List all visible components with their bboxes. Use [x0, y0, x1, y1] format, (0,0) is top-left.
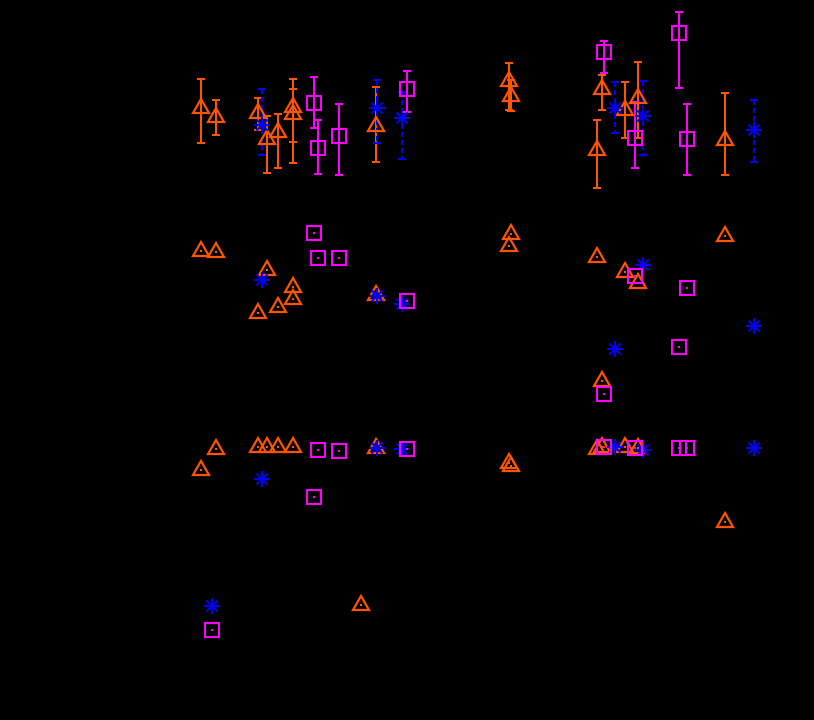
triangle-marker: [283, 435, 303, 454]
square-marker: [596, 439, 612, 455]
square-marker: [627, 268, 643, 284]
asterisk-marker: [394, 441, 410, 457]
square-marker: [331, 443, 347, 459]
triangle-marker: [499, 69, 519, 88]
square-marker: [310, 140, 326, 156]
square-marker: [310, 250, 326, 266]
triangle-marker: [715, 128, 735, 147]
triangle-marker: [501, 454, 521, 473]
square-marker: [310, 442, 326, 458]
square-marker: [596, 44, 612, 60]
asterisk-marker: [254, 471, 270, 487]
error-bar: [721, 92, 729, 176]
triangle-marker: [248, 301, 268, 320]
legend-square-icon: [204, 622, 220, 638]
asterisk-marker: [369, 440, 385, 456]
triangle-marker: [257, 435, 277, 454]
error-bar: [373, 79, 381, 144]
asterisk-marker: [746, 122, 762, 138]
error-bar: [675, 11, 683, 89]
asterisk-marker: [607, 439, 623, 455]
asterisk-marker: [607, 100, 623, 116]
square-marker: [306, 225, 322, 241]
asterisk-marker: [607, 341, 623, 357]
triangle-marker: [283, 287, 303, 306]
asterisk-marker: [746, 318, 762, 334]
asterisk-marker: [254, 272, 270, 288]
square-marker: [331, 250, 347, 266]
square-marker: [399, 441, 415, 457]
legend-triangle-icon: [351, 593, 371, 612]
triangle-marker: [283, 102, 303, 121]
triangle-marker: [268, 435, 288, 454]
asterisk-marker: [369, 100, 385, 116]
triangle-marker: [206, 105, 226, 124]
square-marker: [679, 131, 695, 147]
error-bar: [197, 78, 205, 144]
error-bar: [600, 40, 608, 74]
asterisk-marker: [394, 296, 410, 312]
square-marker: [331, 128, 347, 144]
triangle-marker: [501, 222, 521, 241]
square-marker: [596, 386, 612, 402]
triangle-marker: [587, 245, 607, 264]
square-marker: [399, 293, 415, 309]
triangle-marker: [628, 86, 648, 105]
triangle-marker: [587, 138, 607, 157]
triangle-marker: [366, 114, 386, 133]
legend: [204, 593, 371, 638]
triangle-marker: [248, 101, 268, 120]
square-marker: [306, 95, 322, 111]
square-marker: [306, 489, 322, 505]
triangle-marker: [715, 224, 735, 243]
asterisk-marker: [635, 108, 651, 124]
asterisk-marker: [369, 288, 385, 304]
triangle-marker: [501, 84, 521, 103]
square-marker: [679, 280, 695, 296]
square-marker: [399, 81, 415, 97]
triangle-marker: [268, 295, 288, 314]
triangle-marker: [499, 234, 519, 253]
asterisk-marker: [394, 110, 410, 126]
square-marker: [679, 440, 695, 456]
triangle-marker: [206, 437, 226, 456]
legend-asterisk-icon: [204, 598, 220, 614]
error-bar: [750, 99, 758, 163]
triangle-marker: [715, 510, 735, 529]
triangle-marker: [191, 239, 211, 258]
triangle-marker: [268, 120, 288, 139]
square-marker: [671, 25, 687, 41]
square-marker: [671, 339, 687, 355]
triangle-marker: [191, 96, 211, 115]
data-markers: [191, 25, 762, 529]
triangle-marker: [191, 458, 211, 477]
asterisk-marker: [746, 440, 762, 456]
error-bar: [335, 103, 343, 176]
square-marker: [627, 440, 643, 456]
square-marker: [627, 130, 643, 146]
triangle-marker: [206, 240, 226, 259]
triangle-marker: [592, 77, 612, 96]
asterisk-marker: [254, 117, 270, 133]
